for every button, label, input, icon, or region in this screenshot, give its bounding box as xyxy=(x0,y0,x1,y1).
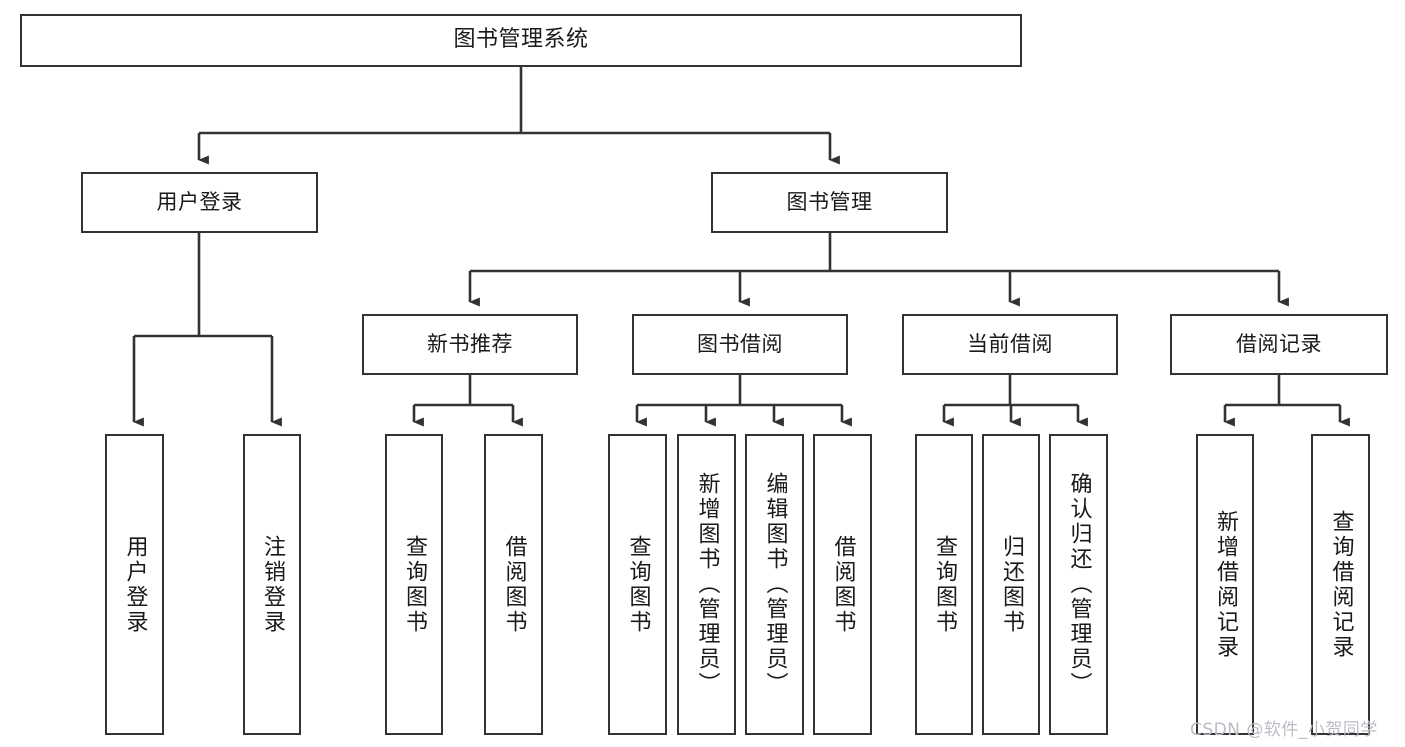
leaf-edit-book-admin-label: 编辑图书（管理员） xyxy=(762,472,788,697)
leaf-add-borrow-record[interactable]: 新增借阅记录 xyxy=(1196,434,1254,735)
leaf-user-login[interactable]: 用户登录 xyxy=(105,434,164,735)
node-borrow-record[interactable]: 借阅记录 xyxy=(1170,314,1388,375)
leaf-confirm-return-admin-label: 确认归还（管理员） xyxy=(1066,472,1092,697)
leaf-query-borrow-record[interactable]: 查询借阅记录 xyxy=(1311,434,1370,735)
leaf-user-logout[interactable]: 注销登录 xyxy=(243,434,301,735)
leaf-query-borrow-record-label: 查询借阅记录 xyxy=(1328,509,1354,660)
node-borrow-record-label: 借阅记录 xyxy=(1236,331,1322,356)
node-new-book-recommend[interactable]: 新书推荐 xyxy=(362,314,578,375)
leaf-return-book-label: 归还图书 xyxy=(999,534,1024,635)
leaf-query-book-recommend-label: 查询图书 xyxy=(402,534,427,635)
leaf-confirm-return-admin[interactable]: 确认归还（管理员） xyxy=(1049,434,1108,735)
leaf-return-book[interactable]: 归还图书 xyxy=(982,434,1040,735)
leaf-query-book-current-label: 查询图书 xyxy=(932,534,957,635)
node-root-label: 图书管理系统 xyxy=(453,27,589,53)
leaf-add-book-admin[interactable]: 新增图书（管理员） xyxy=(677,434,736,735)
node-book-borrow[interactable]: 图书借阅 xyxy=(632,314,848,375)
node-book-management-label: 图书管理 xyxy=(786,189,873,214)
node-root[interactable]: 图书管理系统 xyxy=(20,14,1022,67)
node-book-borrow-label: 图书借阅 xyxy=(697,331,783,356)
leaf-query-book-borrow-label: 查询图书 xyxy=(625,534,651,635)
leaf-query-book-recommend[interactable]: 查询图书 xyxy=(385,434,443,735)
leaf-borrow-book-recommend-label: 借阅图书 xyxy=(501,534,527,635)
node-user-login-label: 用户登录 xyxy=(156,189,243,214)
leaf-borrow-book-label: 借阅图书 xyxy=(830,534,856,635)
node-current-borrow[interactable]: 当前借阅 xyxy=(902,314,1118,375)
leaf-user-logout-label: 注销登录 xyxy=(260,534,285,635)
csdn-watermark: CSDN @软件_小贺同学 xyxy=(1190,720,1378,740)
leaf-query-book-current[interactable]: 查询图书 xyxy=(915,434,973,735)
node-new-book-recommend-label: 新书推荐 xyxy=(427,331,513,356)
node-book-management[interactable]: 图书管理 xyxy=(711,172,948,233)
node-current-borrow-label: 当前借阅 xyxy=(967,331,1053,356)
leaf-borrow-book-recommend[interactable]: 借阅图书 xyxy=(484,434,543,735)
leaf-borrow-book[interactable]: 借阅图书 xyxy=(813,434,872,735)
leaf-query-book-borrow[interactable]: 查询图书 xyxy=(608,434,667,735)
leaf-add-book-admin-label: 新增图书（管理员） xyxy=(694,472,720,697)
leaf-user-login-label: 用户登录 xyxy=(122,534,148,635)
leaf-add-borrow-record-label: 新增借阅记录 xyxy=(1213,509,1238,660)
leaf-edit-book-admin[interactable]: 编辑图书（管理员） xyxy=(745,434,804,735)
node-user-login[interactable]: 用户登录 xyxy=(81,172,318,233)
